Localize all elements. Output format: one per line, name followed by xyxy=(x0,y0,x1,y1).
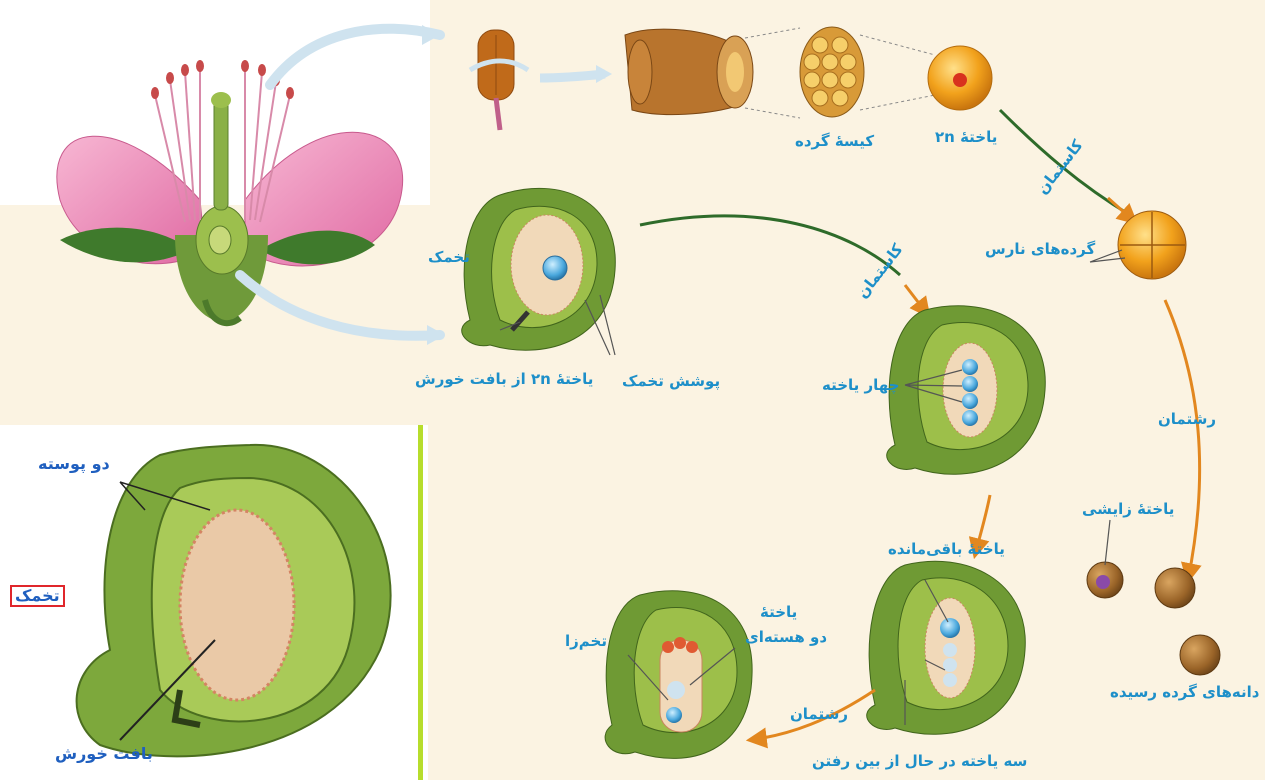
pollen-sac-illustration xyxy=(800,27,864,117)
label-binucleate-line1: یاختهٔ xyxy=(760,603,797,621)
label-egg-cell: تخم‌زا xyxy=(565,632,607,650)
label-mitosis-ovule: رشتمان xyxy=(790,705,848,723)
label-generative-cell: یاختهٔ زایشی xyxy=(1082,500,1174,518)
inset-label-two-layers: دو پوسته xyxy=(38,455,110,473)
embryo-sac-illustration xyxy=(605,591,752,759)
anther-section-illustration xyxy=(625,29,753,114)
label-cell-2n-nucellus: یاختهٔ ۲n از بافت خورش xyxy=(415,370,593,388)
inset-label-ovule: تخمک xyxy=(10,585,65,607)
label-mature-pollen: دانه‌های گرده رسیده xyxy=(1110,683,1259,701)
label-three-cells-dying: سه یاخته در حال از بین رفتن xyxy=(812,752,1027,770)
label-ovule-top: تخمک xyxy=(428,248,470,266)
inset-label-nucellus: بافت خورش xyxy=(55,745,153,763)
label-pollen-sac: کیسهٔ گرده xyxy=(795,132,874,150)
label-immature-pollen: گرده‌های نارس xyxy=(985,240,1095,258)
ovule-remaining-cell-illustration xyxy=(867,561,1026,734)
label-remaining-cell: یاختهٔ باقی‌مانده xyxy=(888,540,1005,558)
label-binucleate-line2: دو هسته‌ای xyxy=(745,628,827,646)
label-mitosis-pollen: رشتمان xyxy=(1158,410,1216,428)
label-four-cells: چهار یاخته xyxy=(822,376,900,394)
inset-divider xyxy=(418,425,423,780)
label-integuments: پوشش تخمک xyxy=(622,372,720,390)
label-cell-2n: یاختهٔ ۲n xyxy=(935,128,997,146)
